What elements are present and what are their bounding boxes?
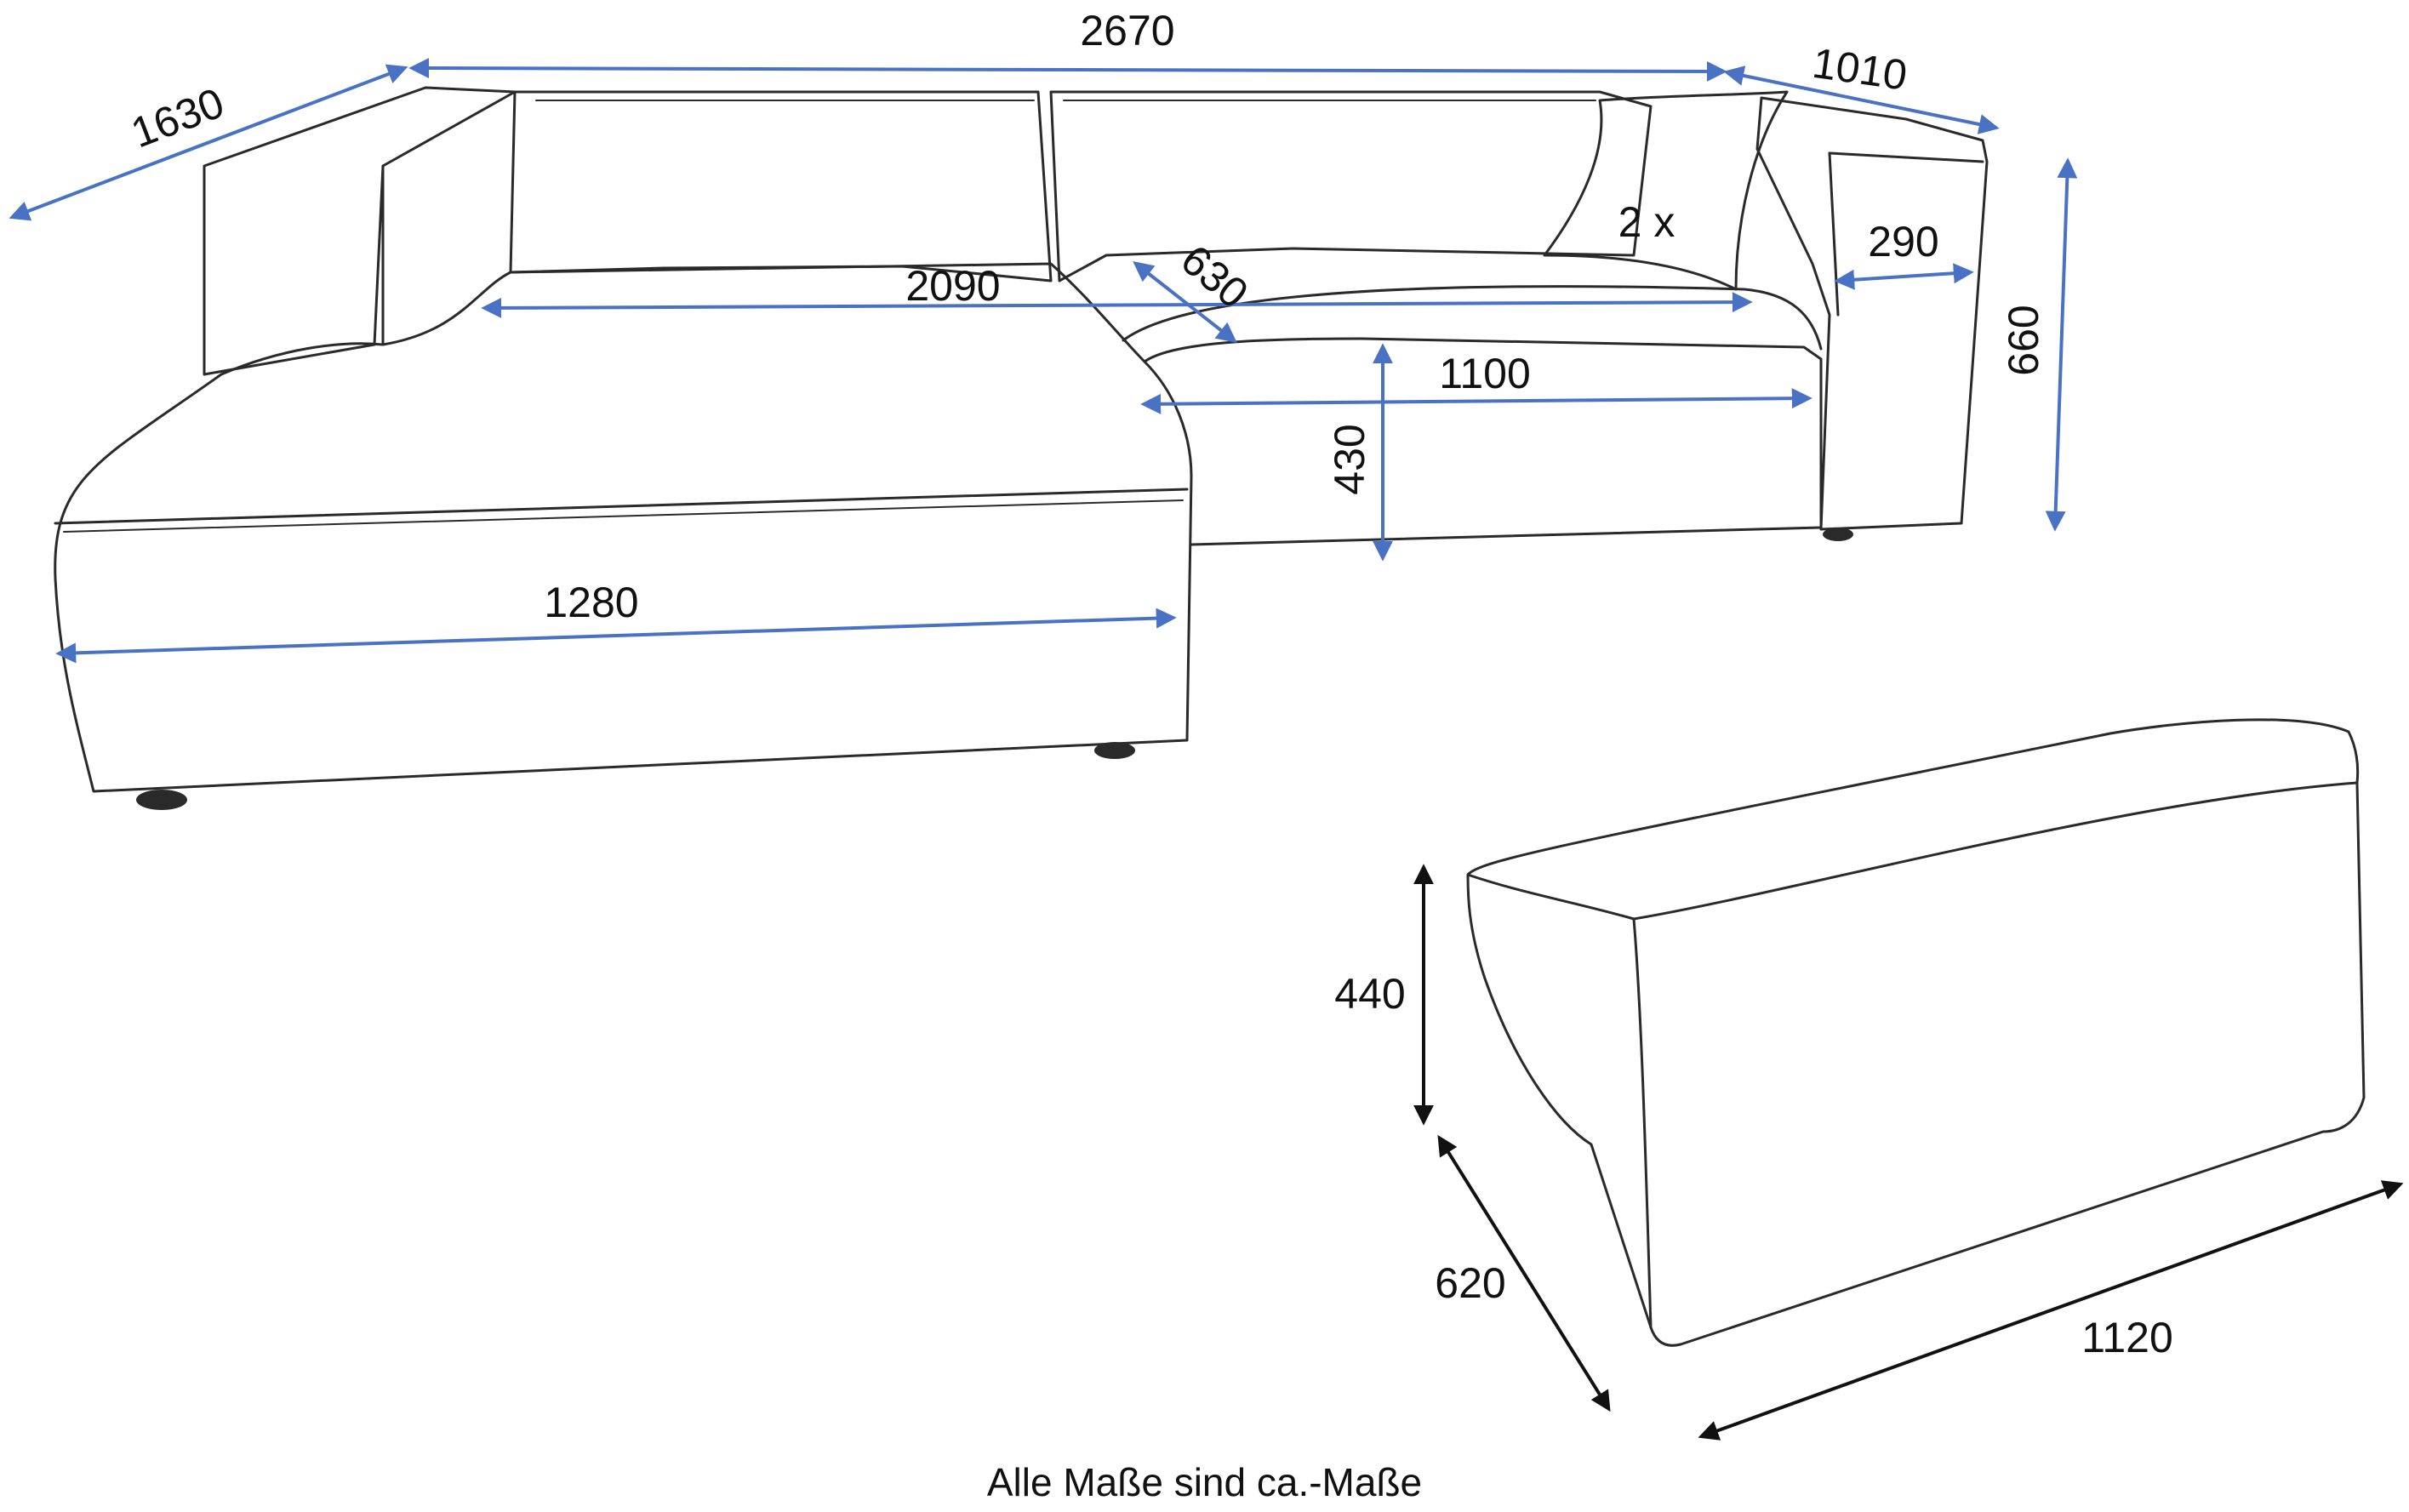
sofa-foot [1094,742,1135,759]
label-armrest-width: 290 [1868,218,1938,265]
dim-line-right-depth [1723,66,2000,134]
label-ottoman-depth: 620 [1435,1259,1505,1307]
sofa-foot [136,790,187,810]
corner-sofa-outline [54,86,1989,810]
caption-approximate-dimensions: Alle Maße sind ca.-Maße [986,1460,1423,1504]
label-total-width: 2670 [1080,7,1174,54]
label-right-depth: 1010 [1810,39,1910,100]
sofa-dimension-lines [9,58,2078,664]
dim-line-back-height [2045,157,2078,532]
label-ottoman-height: 440 [1334,970,1405,1018]
dim-line-chaise-width [55,608,1177,664]
dim-line-ottoman-depth [1437,1134,1611,1412]
label-pillow-count: 2 x [1618,198,1675,246]
ottoman-outline [1466,718,2366,1347]
label-middle-seat-width: 1100 [1439,350,1531,397]
label-seat-width: 2090 [905,262,1000,310]
label-back-height: 660 [2000,305,2047,375]
dim-line-total-depth [9,64,408,221]
dim-line-armrest-width [1834,263,1974,290]
dim-line-seat-width [481,292,1753,318]
dim-line-seat-depth [1133,261,1237,343]
label-ottoman-width: 1120 [2081,1314,2173,1361]
label-seat-height: 430 [1326,424,1373,494]
sofa-foot [1823,528,1853,541]
dimension-labels: 2670 1630 1010 660 290 2090 630 1100 430… [125,7,2173,1361]
ottoman-dimension-lines [1413,864,2404,1441]
dim-line-middle-seat-width [1140,388,1812,414]
dim-line-total-width [408,58,1727,82]
dim-line-ottoman-width [1698,1180,2404,1441]
label-chaise-width: 1280 [544,579,638,626]
label-total-depth: 1630 [125,78,231,157]
